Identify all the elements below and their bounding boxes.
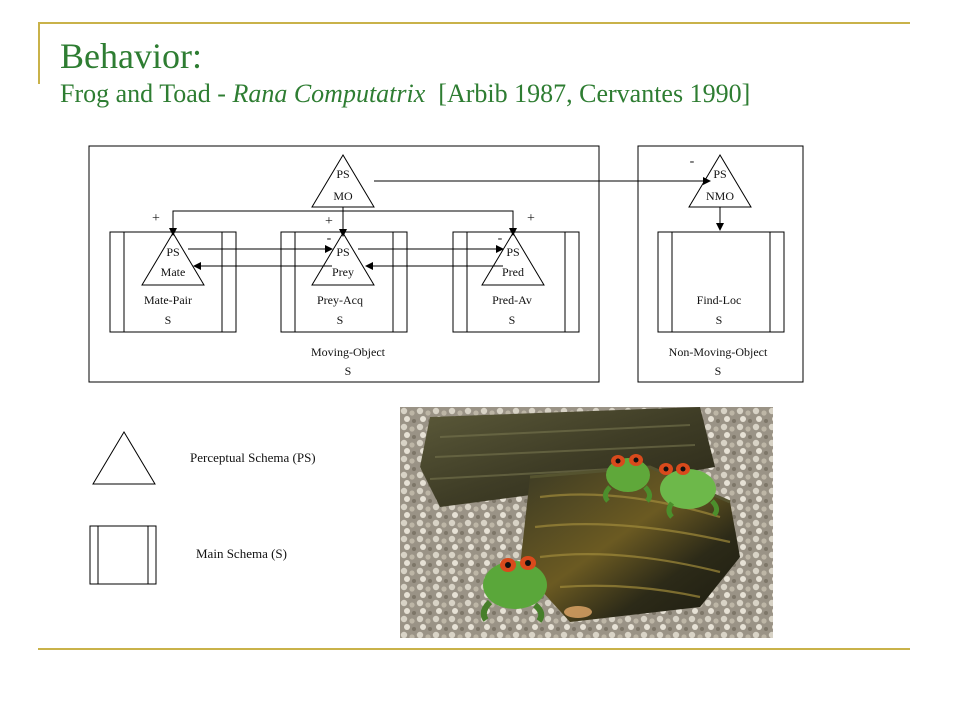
frog-two xyxy=(659,463,720,519)
ps-pred-label-2: Pred xyxy=(502,265,524,279)
ps-prey-label-1: PS xyxy=(336,245,349,259)
frog-one xyxy=(602,454,653,503)
title-block: Behavior: Frog and Toad - Rana Computatr… xyxy=(60,36,750,110)
find-loc-schema xyxy=(657,231,785,333)
bottom-rule xyxy=(38,648,910,650)
legend-triangle-icon xyxy=(92,431,156,485)
mate-pair-label-1: Mate-Pair xyxy=(144,293,192,307)
moving-object-label-2: S xyxy=(345,364,352,378)
prey-acq-label-1: Prey-Acq xyxy=(317,293,363,307)
subtitle-suffix: [Arbib 1987, Cervantes 1990] xyxy=(425,79,751,108)
ps-prey-triangle xyxy=(311,232,375,286)
ps-mate-triangle xyxy=(141,232,205,286)
ps-prey-label-2: Prey xyxy=(332,265,354,279)
top-rule xyxy=(38,22,910,24)
frog-three xyxy=(480,556,547,623)
legend-perceptual-label: Perceptual Schema (PS) xyxy=(190,450,316,465)
ps-nmo-label-2: NMO xyxy=(706,189,734,203)
prey-plus-sign: + xyxy=(325,214,333,229)
frogs-on-rock-photo xyxy=(400,407,773,638)
legend-main-label: Main Schema (S) xyxy=(196,546,287,561)
subtitle-italic: Rana Computatrix xyxy=(232,79,426,108)
ps-nmo-label-1: PS xyxy=(713,167,726,181)
ps-mate-label-1: PS xyxy=(166,245,179,259)
pred-plus-sign: + xyxy=(527,211,535,226)
ps-mate-label-2: Mate xyxy=(161,265,186,279)
mo-to-pred-arrow xyxy=(343,210,517,236)
moving-object-label-1: Moving-Object xyxy=(311,345,386,359)
ps-pred-label-1: PS xyxy=(506,245,519,259)
ps-mo-label-1: PS xyxy=(336,167,349,181)
subtitle-prefix: Frog and Toad - xyxy=(60,79,233,108)
find-loc-label-1: Find-Loc xyxy=(697,293,742,307)
legend-main-schema-icon xyxy=(89,525,157,585)
pred-av-label-2: S xyxy=(509,313,516,327)
slide-subtitle: Frog and Toad - Rana Computatrix [Arbib … xyxy=(60,78,750,110)
mate-plus-sign: + xyxy=(152,211,160,226)
prey-acq-label-2: S xyxy=(337,313,344,327)
find-loc-label-2: S xyxy=(716,313,723,327)
ps-pred-triangle xyxy=(481,232,545,286)
non-moving-object-label-2: S xyxy=(715,364,722,378)
prey-minus-sign: - xyxy=(327,231,332,246)
mo-to-mate-arrow xyxy=(169,207,344,236)
mate-pair-label-2: S xyxy=(165,313,172,327)
ps-mo-label-2: MO xyxy=(333,189,353,203)
slide-title: Behavior: xyxy=(60,36,202,76)
pred-minus-sign: - xyxy=(498,231,503,246)
pred-av-label-1: Pred-Av xyxy=(492,293,532,307)
moving-object-box xyxy=(88,145,600,383)
non-moving-object-box xyxy=(637,145,804,383)
non-moving-object-label-1: Non-Moving-Object xyxy=(669,345,768,359)
nmo-minus-sign: - xyxy=(690,154,695,169)
left-rule xyxy=(38,22,40,84)
